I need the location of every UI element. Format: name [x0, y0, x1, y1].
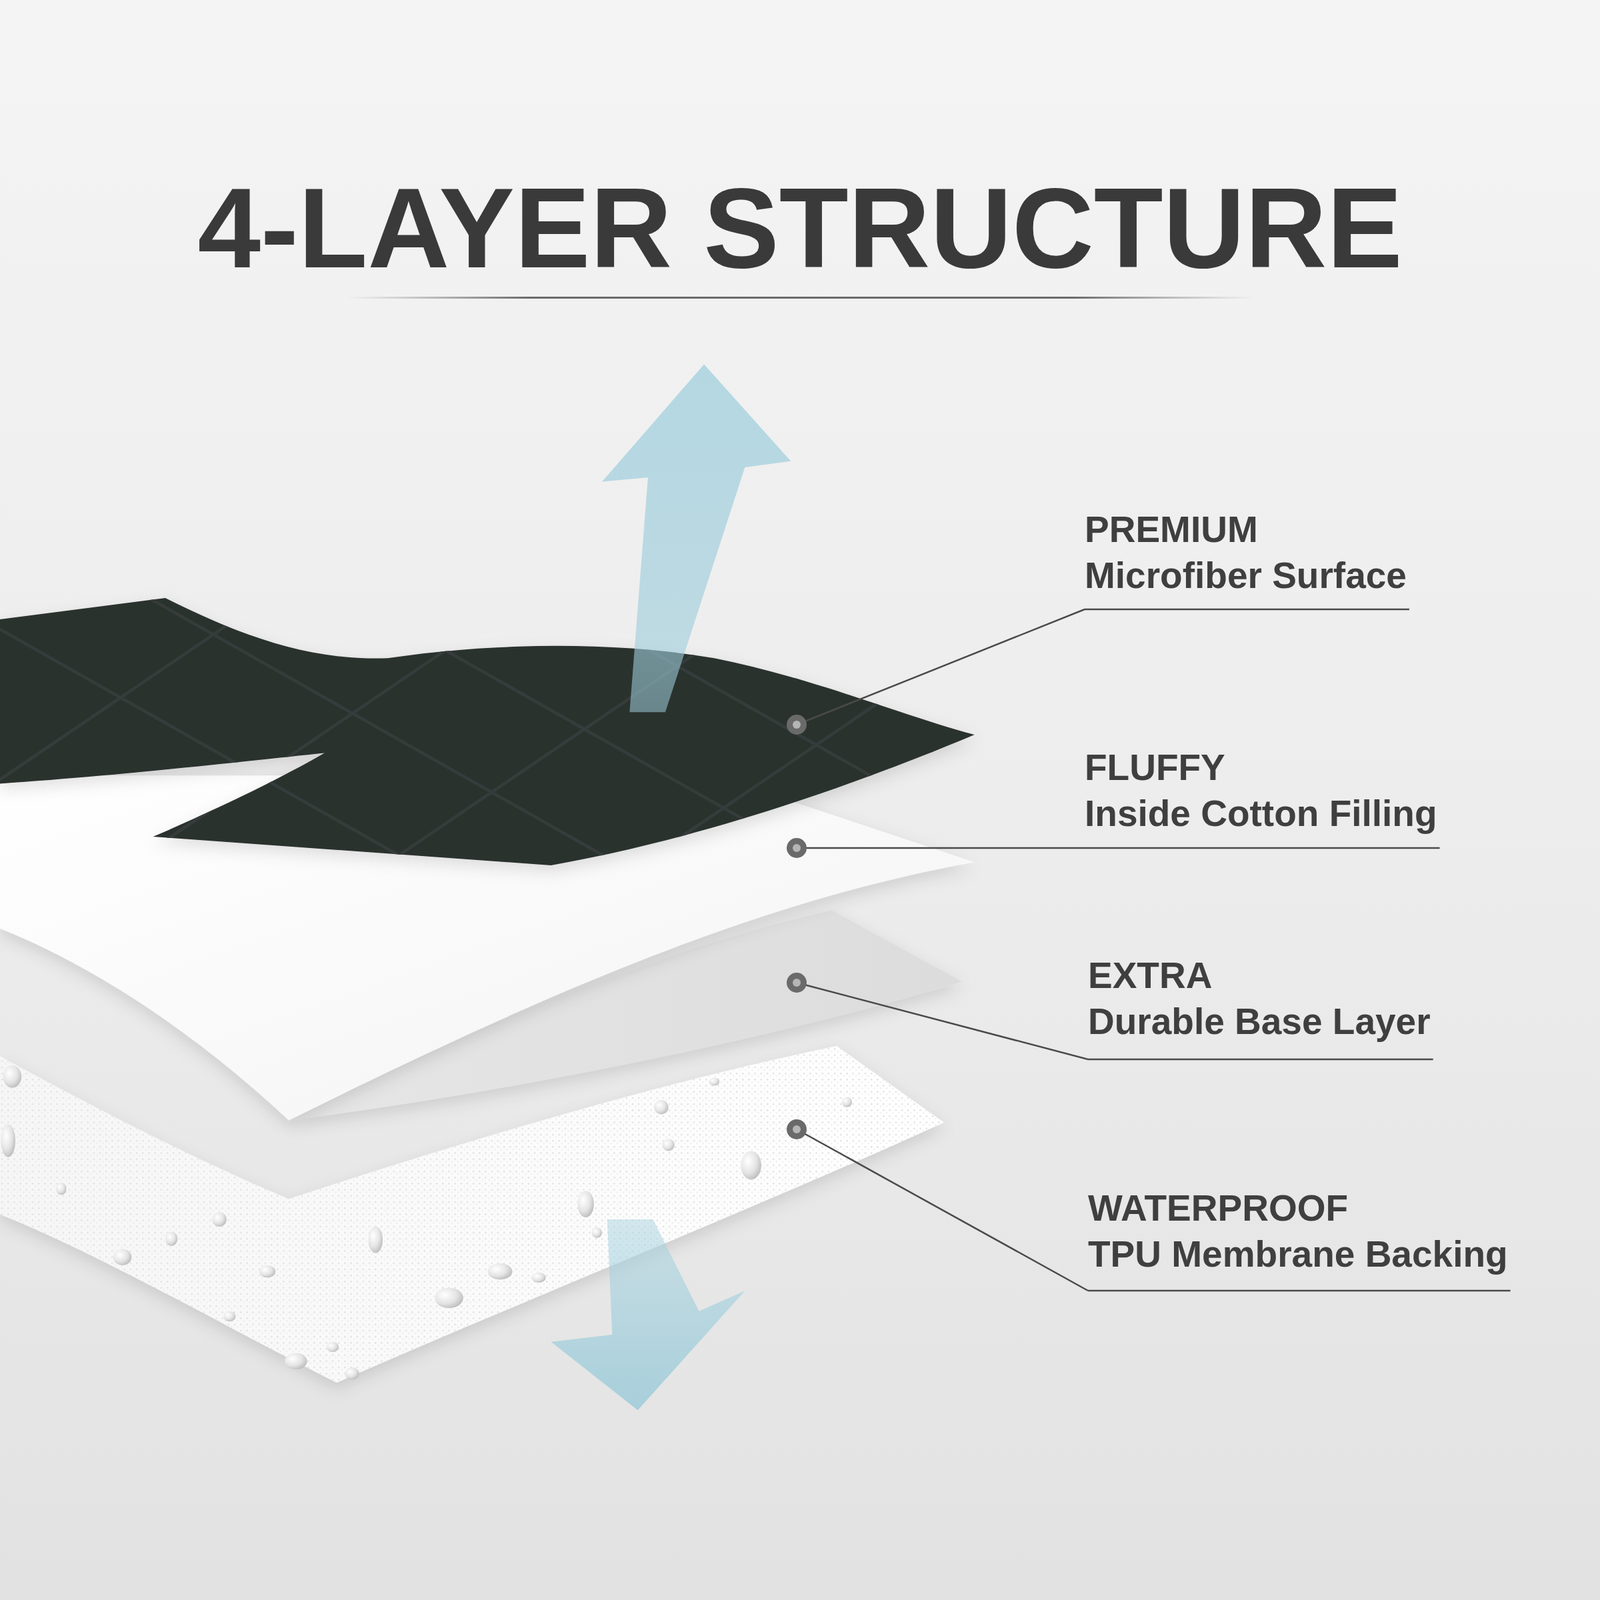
label-underline: [1088, 1290, 1511, 1292]
leader-line: [796, 982, 1088, 1060]
callout-heading-wrap: WATERPROOF: [1088, 1185, 1348, 1232]
callout-text-wrap: Durable Base Layer: [1088, 998, 1431, 1045]
callout-text-wrap: Microfiber Surface: [1084, 552, 1407, 599]
microfiber-surface-layer: [0, 571, 1123, 918]
title-rule: [346, 296, 1256, 299]
waterproof-layer: [0, 1046, 944, 1383]
leader-line: [796, 1129, 1088, 1291]
callout-text: TPU Membrane Backing: [1088, 1231, 1508, 1278]
diagram-title-wrap: 4-LAYER STRUCTURE: [0, 161, 1600, 295]
callout-text: Durable Base Layer: [1088, 998, 1431, 1045]
callout-text: Inside Cotton Filling: [1084, 790, 1438, 837]
callout-text-wrap: TPU Membrane Backing: [1088, 1231, 1508, 1278]
diagram-title: 4-LAYER STRUCTURE: [197, 161, 1402, 295]
water-droplets: [1, 1065, 853, 1380]
airflow-arrow-down: [551, 1219, 746, 1410]
callout-heading-wrap: EXTRA: [1088, 952, 1212, 999]
callout-heading: EXTRA: [1088, 952, 1212, 999]
callout-text: Microfiber Surface: [1084, 552, 1407, 599]
callout-heading-wrap: PREMIUM: [1084, 506, 1258, 553]
callout-heading-wrap: FLUFFY: [1084, 744, 1226, 791]
callout-dots: [786, 714, 807, 1140]
label-underline: [1084, 608, 1410, 611]
label-underline: [796, 847, 1440, 850]
label-underline: [1088, 1058, 1434, 1061]
callout-heading: PREMIUM: [1084, 506, 1258, 553]
callout-heading: FLUFFY: [1084, 744, 1226, 791]
airflow-arrow-up: [602, 364, 791, 712]
callout-text-wrap: Inside Cotton Filling: [1084, 790, 1438, 837]
leader-line: [796, 609, 1085, 725]
callout-heading: WATERPROOF: [1088, 1185, 1348, 1232]
